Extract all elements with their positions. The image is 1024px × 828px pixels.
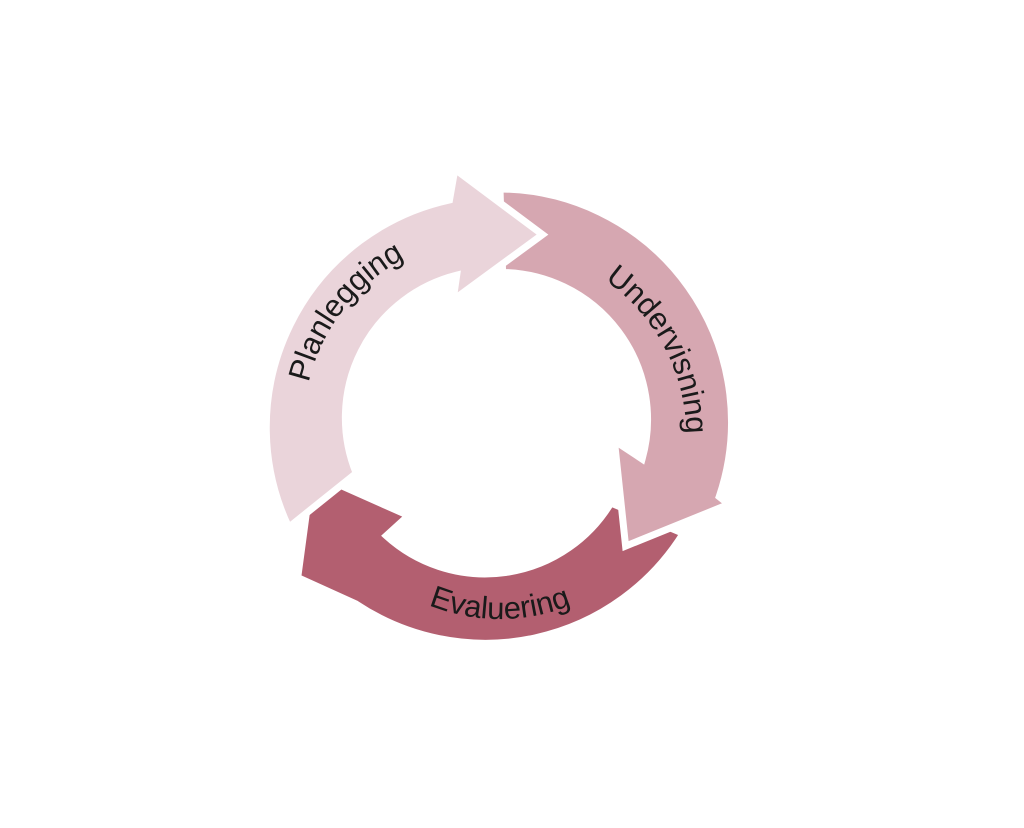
cycle-segment-evaluering: Evaluering xyxy=(293,467,689,647)
segment-arrow-undervisning xyxy=(496,185,736,552)
segment-arrow-planlegging xyxy=(262,162,549,533)
cycle-segment-planlegging: Planlegging xyxy=(262,162,549,533)
segment-arrow-evaluering xyxy=(293,467,689,647)
